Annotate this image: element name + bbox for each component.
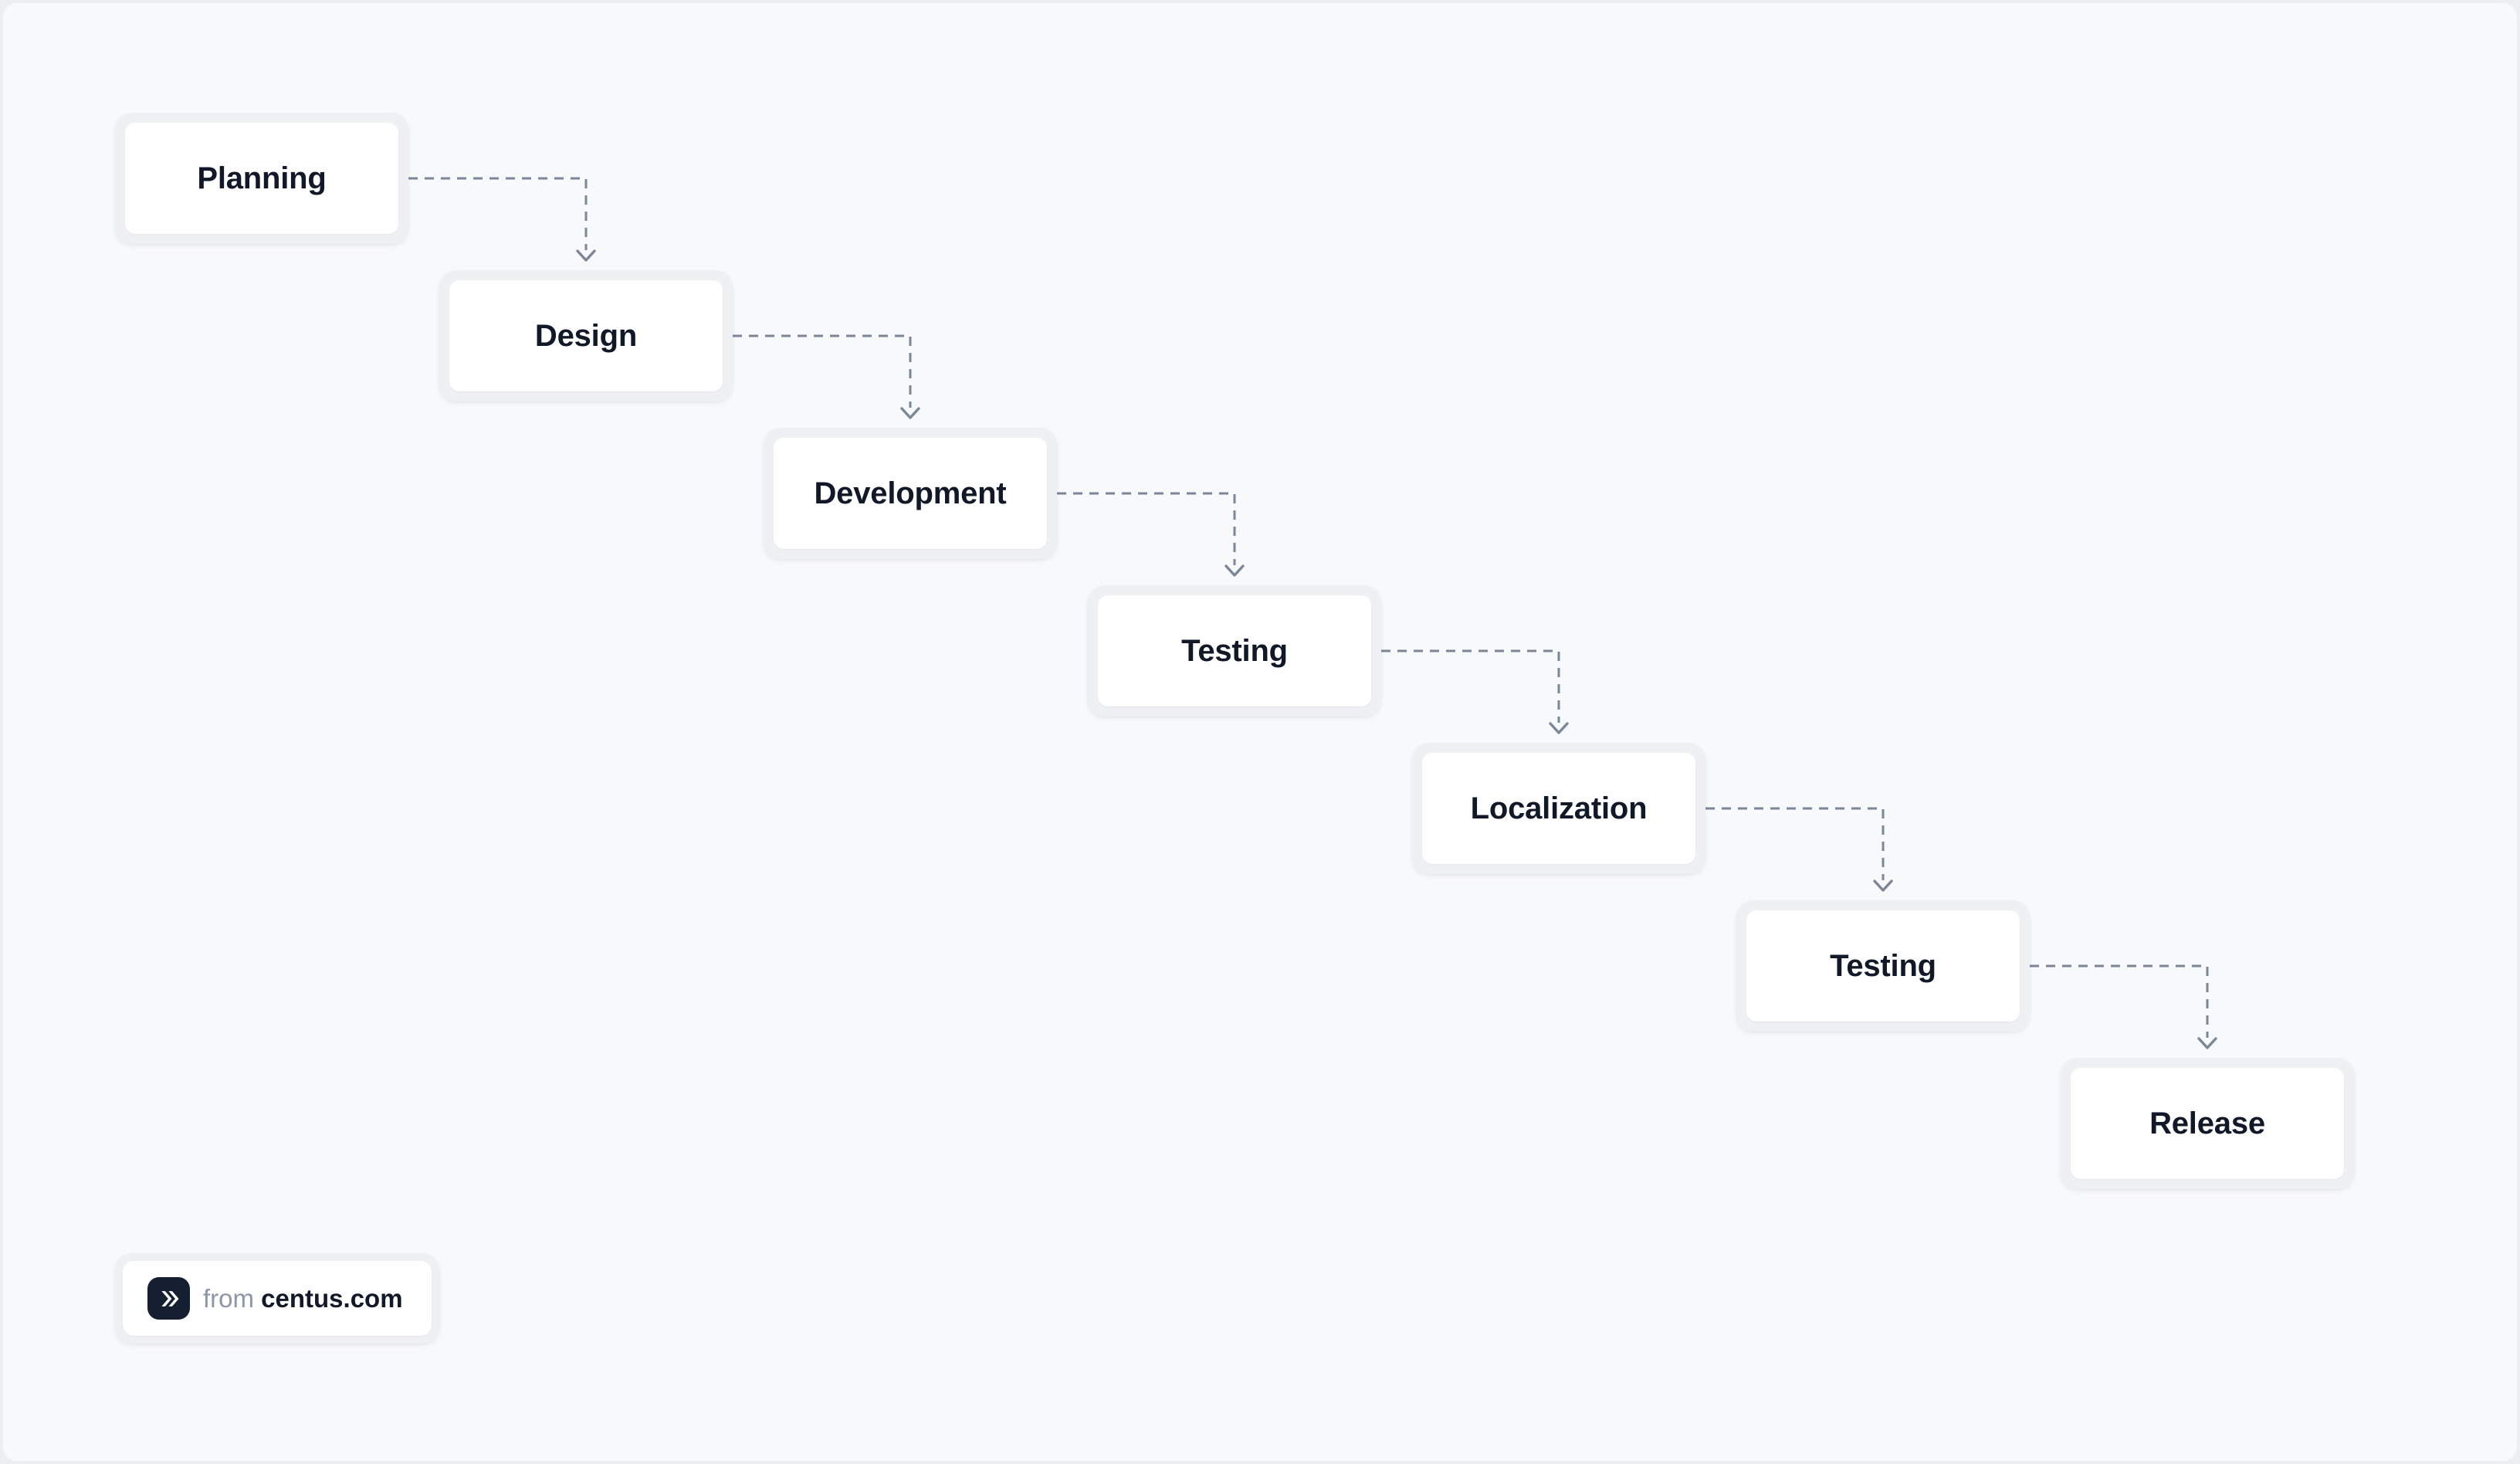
arrowhead-icon xyxy=(900,407,920,419)
flow-node-testing-1[interactable]: Testing xyxy=(1088,585,1381,717)
attribution-prefix: from xyxy=(203,1284,254,1313)
arrowhead-icon xyxy=(1224,564,1245,577)
flow-node-label: Testing xyxy=(1181,634,1288,668)
double-chevron-icon xyxy=(147,1277,190,1320)
flow-node-card: Planning xyxy=(125,123,398,234)
flow-node-card: Release xyxy=(2071,1068,2344,1179)
arrowhead-icon xyxy=(576,249,596,262)
attribution-badge[interactable]: from centus.com xyxy=(115,1253,439,1344)
connector-testing-2-to-release xyxy=(2030,964,2217,1049)
flow-node-label: Localization xyxy=(1470,791,1648,825)
attribution-text: from centus.com xyxy=(203,1286,403,1311)
arrowhead-icon xyxy=(1549,722,1569,734)
flow-node-localization[interactable]: Localization xyxy=(1412,743,1705,874)
arrowhead-icon xyxy=(2197,1037,2217,1049)
connector-planning-to-design xyxy=(408,177,596,262)
flow-node-label: Design xyxy=(534,319,638,353)
flow-node-card: Development xyxy=(774,438,1047,549)
flow-node-label: Release xyxy=(2149,1106,2265,1140)
flow-node-development[interactable]: Development xyxy=(764,428,1057,559)
connector-design-to-development xyxy=(733,334,920,419)
flow-node-card: Testing xyxy=(1746,910,2020,1022)
connector-localization-to-testing-2 xyxy=(1705,807,1893,892)
connector-testing-1-to-localization xyxy=(1381,649,1569,734)
arrowhead-icon xyxy=(1873,879,1893,892)
flow-node-label: Development xyxy=(814,476,1007,510)
flow-node-planning[interactable]: Planning xyxy=(115,113,408,244)
attribution-badge-inner: from centus.com xyxy=(123,1261,432,1336)
flow-node-design[interactable]: Design xyxy=(439,270,733,402)
flow-node-testing-2[interactable]: Testing xyxy=(1736,900,2030,1032)
flow-node-label: Testing xyxy=(1830,949,1936,983)
attribution-domain: centus.com xyxy=(261,1284,403,1313)
flow-node-card: Testing xyxy=(1098,595,1371,707)
flow-node-card: Design xyxy=(449,280,723,391)
flow-node-label: Planning xyxy=(197,161,327,195)
flow-node-release[interactable]: Release xyxy=(2061,1058,2354,1189)
connector-development-to-testing-1 xyxy=(1057,492,1245,577)
flow-node-card: Localization xyxy=(1422,753,1695,864)
